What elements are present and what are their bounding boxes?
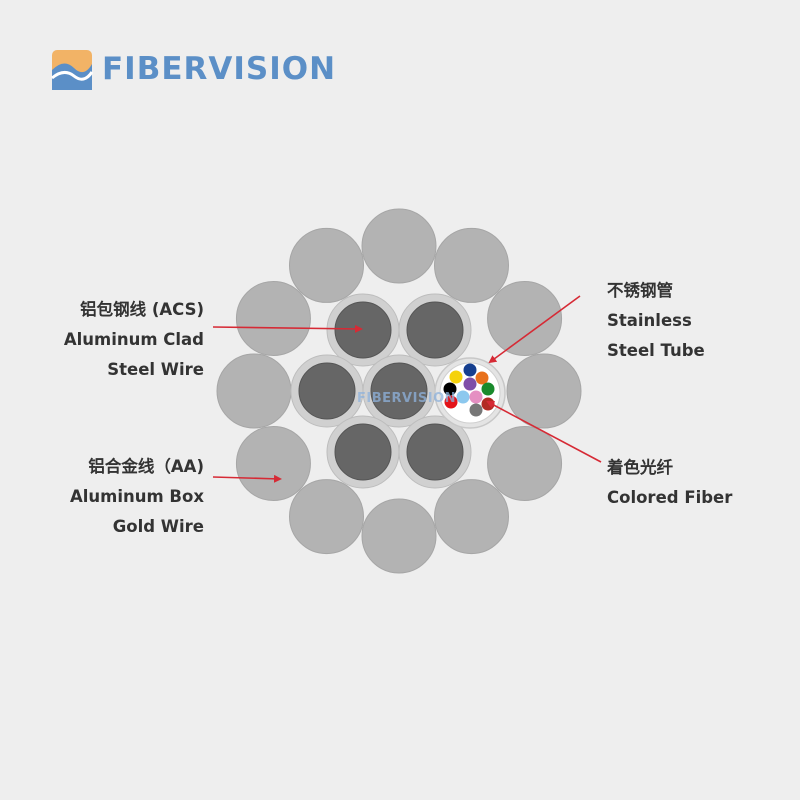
- colored-fiber: [475, 371, 489, 385]
- label-aa-en-1: Aluminum Box: [69, 487, 204, 506]
- watermark: FIBERVISION: [357, 391, 457, 406]
- colored-fiber: [469, 390, 483, 404]
- label-tube-en-1: Stainless: [607, 311, 692, 330]
- aa-wire: [235, 281, 311, 356]
- acs-wire-core: [370, 362, 428, 420]
- colored-fiber: [443, 382, 457, 396]
- stainless-steel-tube: [434, 357, 506, 429]
- acs-wire-group: [290, 293, 472, 489]
- label-acs-en-2: Steel Wire: [107, 360, 204, 379]
- colored-fiber: [481, 382, 495, 396]
- label-tube-en-2: Steel Tube: [607, 341, 705, 360]
- colored-fiber: [463, 363, 477, 377]
- arrow-fiber: [486, 401, 602, 463]
- acs-wire-core: [334, 301, 392, 359]
- aa-wire: [216, 353, 292, 429]
- acs-wire-core: [298, 362, 356, 420]
- aa-wire: [235, 426, 311, 501]
- label-aa: 铝合金线（AA) Aluminum Box Gold Wire: [70, 452, 204, 542]
- arrow-tube: [488, 295, 581, 364]
- label-fiber-cn: 着色光纤: [607, 458, 673, 477]
- aa-wire-ring: [216, 208, 582, 574]
- brand-logo: FIBERVISION: [50, 48, 360, 94]
- colored-fiber: [463, 377, 477, 391]
- aa-wire: [487, 426, 563, 501]
- arrow-acs: [212, 324, 363, 333]
- label-fiber-en-1: Colored Fiber: [607, 488, 733, 507]
- aa-wire: [487, 281, 563, 356]
- aa-wire: [361, 498, 437, 574]
- fibervision-logo-icon: [51, 50, 94, 90]
- callout-arrows: [212, 295, 602, 483]
- colored-fiber: [449, 370, 463, 384]
- arrow-aa: [212, 474, 282, 483]
- colored-fiber: [469, 403, 483, 417]
- aa-wire: [289, 479, 364, 555]
- acs-wire-core: [406, 301, 464, 359]
- aa-wire: [361, 208, 437, 284]
- aa-wire: [434, 227, 509, 303]
- label-aa-en-2: Gold Wire: [112, 517, 204, 536]
- acs-wire-core: [334, 423, 392, 481]
- aa-wire: [506, 353, 582, 429]
- acs-wire-core: [406, 423, 464, 481]
- label-aa-cn: 铝合金线（AA): [88, 457, 204, 476]
- label-fiber: 着色光纤 Colored Fiber: [607, 453, 732, 513]
- aa-wire: [289, 227, 364, 303]
- brand-name: FIBERVISION: [102, 51, 337, 87]
- label-acs-cn: 铝包钢线 (ACS): [80, 300, 204, 319]
- colored-fiber: [456, 390, 470, 404]
- label-acs-en-1: Aluminum Clad: [63, 330, 204, 349]
- colored-fiber: [444, 395, 458, 409]
- aa-wire: [434, 479, 509, 555]
- label-acs: 铝包钢线 (ACS) Aluminum Clad Steel Wire: [64, 295, 204, 385]
- label-tube: 不锈钢管 Stainless Steel Tube: [607, 276, 705, 366]
- label-tube-cn: 不锈钢管: [607, 281, 673, 300]
